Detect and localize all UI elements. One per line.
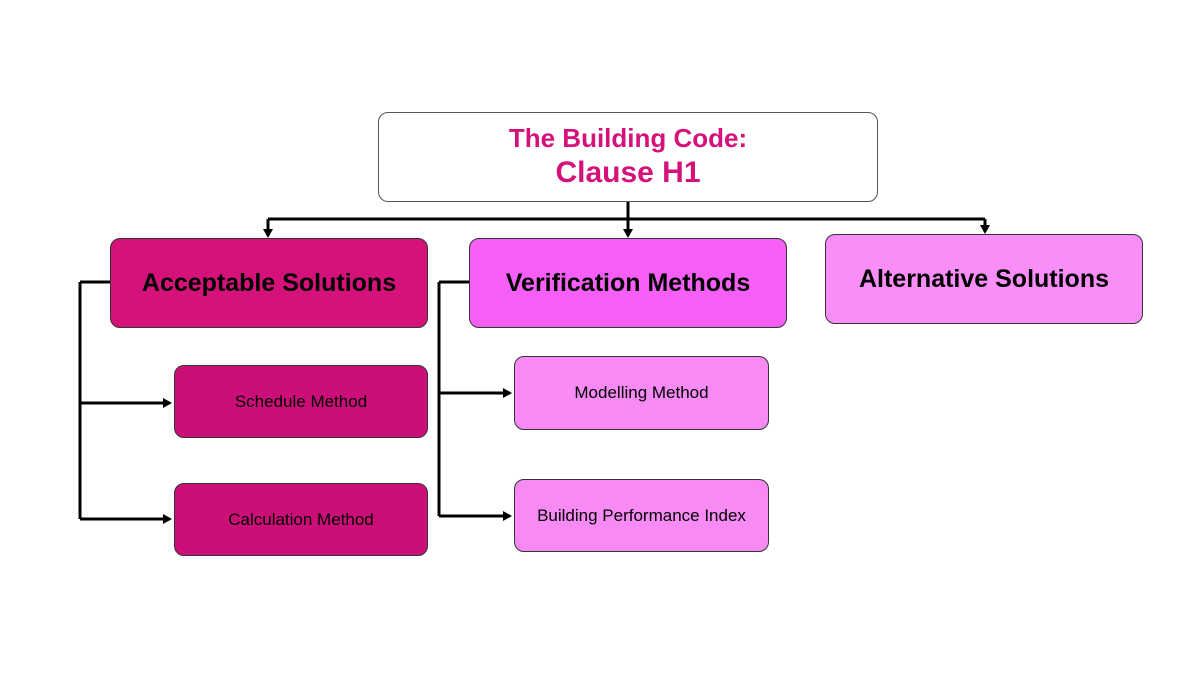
- root-title-line2: Clause H1: [555, 156, 701, 189]
- node-acceptable-solutions-label: Acceptable Solutions: [141, 268, 397, 297]
- root-title-line1: The Building Code:: [508, 123, 748, 153]
- node-modelling-method: Modelling Method: [514, 356, 769, 430]
- node-alternative-solutions-label: Alternative Solutions: [858, 264, 1110, 293]
- node-building-performance-index-label: Building Performance Index: [537, 505, 746, 525]
- node-modelling-method-label: Modelling Method: [574, 383, 709, 402]
- node-schedule-method: Schedule Method: [174, 365, 428, 438]
- node-acceptable-solutions: Acceptable Solutions: [110, 238, 428, 328]
- root-node-building-code: The Building Code: Clause H1: [378, 112, 878, 202]
- node-verification-methods-label: Verification Methods: [505, 268, 751, 297]
- node-schedule-method-label: Schedule Method: [234, 391, 368, 411]
- node-verification-methods: Verification Methods: [469, 238, 787, 328]
- node-alternative-solutions: Alternative Solutions: [825, 234, 1143, 324]
- node-calculation-method: Calculation Method: [174, 483, 428, 556]
- node-calculation-method-label: Calculation Method: [228, 509, 374, 529]
- node-building-performance-index: Building Performance Index: [514, 479, 769, 552]
